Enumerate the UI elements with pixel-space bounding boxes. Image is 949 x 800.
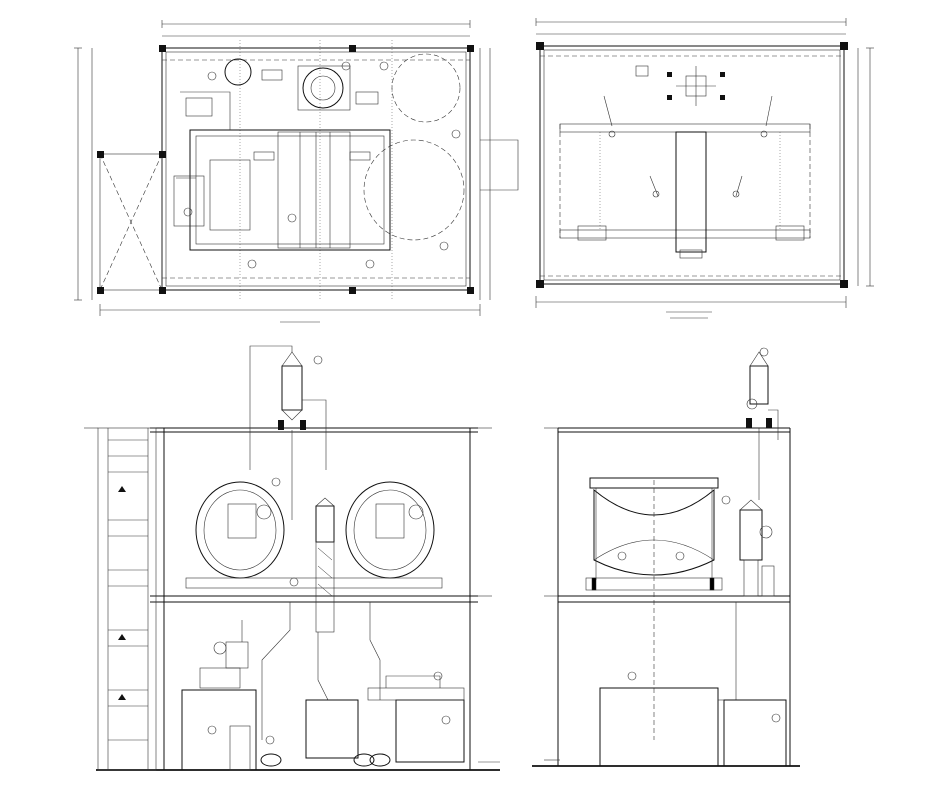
elevation-view-right — [532, 347, 800, 767]
plan-view-right — [535, 18, 874, 319]
plan-view-left — [74, 20, 519, 323]
elevation-view-left — [84, 345, 500, 771]
